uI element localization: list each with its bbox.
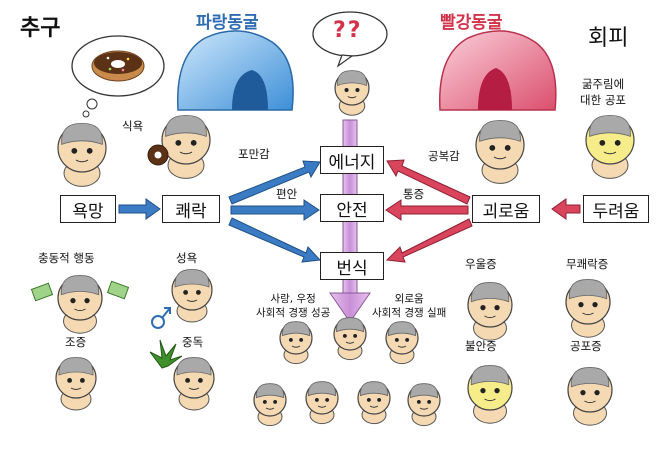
safety-box: 안전 <box>320 194 384 222</box>
anhedonia-label: 무쾌락증 <box>566 257 609 271</box>
anhedonia-figure <box>565 279 611 338</box>
sexual-desire-label: 성욕 <box>176 251 198 265</box>
held-donut-icon <box>147 144 169 166</box>
arrow-pain-to-safety-icon <box>385 199 469 221</box>
depression-figure <box>467 282 513 341</box>
question-figure <box>334 70 370 116</box>
money-bill-icon <box>106 280 130 300</box>
mania-label: 조증 <box>65 335 87 349</box>
arrow-pain-to-energy-icon <box>386 159 471 205</box>
arrow-pleasure-to-reproduction-icon <box>228 217 322 263</box>
question-speech-bubble-icon <box>312 11 388 68</box>
offspring-figure-6 <box>357 381 391 425</box>
addiction-figure <box>173 357 215 411</box>
blue-cave-icon <box>176 30 294 111</box>
anxiety-label: 불안증 <box>465 339 497 353</box>
depression-label: 우울증 <box>465 257 497 271</box>
pursuit-header: 추구 <box>20 16 61 41</box>
hunger-pain-label: 공복감 <box>428 149 460 163</box>
donut-thought-bubble-icon <box>71 35 165 118</box>
question-marks: ?? <box>333 18 363 43</box>
success-note: 사랑, 우정 사회적 경쟁 성공 <box>256 293 331 319</box>
male-symbol-icon <box>151 307 171 329</box>
arrow-pleasure-to-energy-icon <box>228 160 321 205</box>
arrow-fear-to-pain-icon <box>551 198 581 220</box>
energy-box: 에너지 <box>320 146 384 174</box>
pain-figure <box>475 120 525 184</box>
addiction-label: 중독 <box>182 335 204 349</box>
offspring-figure-5 <box>305 381 339 425</box>
arrow-pain-to-reproduction-icon <box>385 218 473 263</box>
impulsive-figure <box>57 275 103 334</box>
pleasure-figure <box>161 115 211 179</box>
offspring-figure-7 <box>407 383 441 427</box>
money-bill-icon <box>30 282 54 302</box>
comfort-label: 편안 <box>276 187 298 201</box>
phobia-label: 공포증 <box>570 339 602 353</box>
reproduction-box: 번식 <box>320 252 384 280</box>
pleasure-box: 쾌락 <box>162 195 220 223</box>
blue-arrows <box>118 160 322 263</box>
desire-figure <box>57 123 107 187</box>
anxiety-figure <box>467 365 513 424</box>
offspring-figure-3 <box>385 321 419 365</box>
satiety-label: 포만감 <box>238 147 270 161</box>
appetite-label: 식욕 <box>122 119 144 133</box>
pain-feel-label: 통증 <box>403 187 425 201</box>
offspring-figure-1 <box>279 321 313 365</box>
fear-figure <box>585 115 635 179</box>
avoidance-header: 회피 <box>588 26 629 51</box>
red-cave-label: 빨강동굴 <box>440 13 503 33</box>
failure-note: 외로움 사회적 경쟁 실패 <box>372 293 447 319</box>
offspring-figure-2 <box>333 317 367 361</box>
arrow-desire-to-pleasure-icon <box>118 198 161 220</box>
sexual-desire-figure <box>171 269 213 323</box>
red-arrows <box>385 159 581 263</box>
hunger-fear-label: 굶주림에 대한 공포 <box>580 77 626 107</box>
character-figures <box>30 70 635 427</box>
fear-box: 두려움 <box>583 195 649 223</box>
offspring-figure-4 <box>253 383 287 427</box>
desire-box: 욕망 <box>60 195 116 223</box>
impulsive-label: 충동적 행동 <box>38 251 95 265</box>
leaf-icon <box>149 339 183 369</box>
mania-figure <box>55 357 97 411</box>
arrow-pleasure-to-safety-icon <box>230 199 320 221</box>
red-cave-icon <box>438 30 557 111</box>
blue-cave-label: 파랑동굴 <box>196 13 259 33</box>
pain-box: 괴로움 <box>472 195 540 223</box>
phobia-figure <box>567 367 613 426</box>
